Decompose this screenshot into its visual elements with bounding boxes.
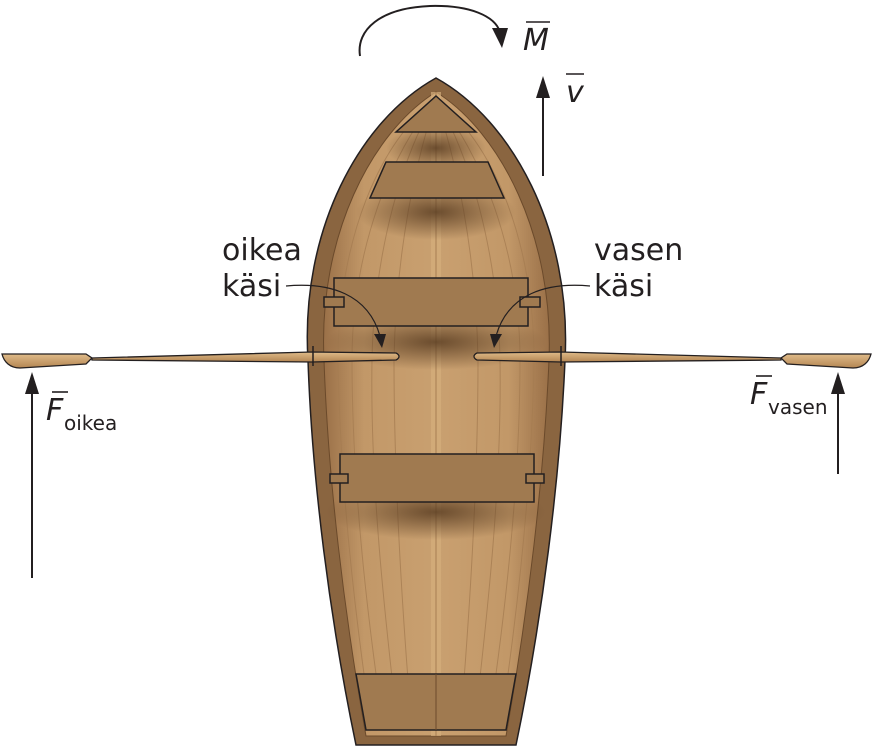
force-oikea-subscript: oikea [64, 411, 117, 435]
left-hand-label-line2: käsi [594, 269, 653, 304]
front-seat [368, 161, 506, 199]
rear-seat-oarlock-left [329, 473, 349, 484]
velocity-arrow [536, 76, 550, 176]
seats [323, 94, 545, 731]
right-hand-label-line1: oikea [222, 233, 302, 268]
force-arrow-vasen [831, 372, 845, 474]
right-hand-label-line2: käsi [222, 269, 281, 304]
force-arrow-oikea [25, 372, 39, 578]
bow-seat [394, 94, 478, 133]
middle-seat [333, 277, 529, 327]
left-hand-pointer [495, 284, 591, 337]
oar-blade-oikea [1, 353, 94, 369]
rear-seat [339, 453, 535, 503]
shadow-bow [386, 126, 486, 170]
oar-right-side-of-boat [1, 351, 400, 369]
boat-hull [306, 77, 567, 746]
oar-shaft-oikea [91, 351, 400, 363]
rear-seat-oarlock-right [525, 473, 545, 484]
right-hand-pointer [285, 284, 381, 337]
force-vasen-subscript: vasen [768, 395, 828, 419]
oar-shaft-vasen [473, 351, 782, 363]
force-vasen-symbol: F [750, 377, 768, 412]
oar-blade-vasen [779, 353, 872, 369]
velocity-label: v [566, 75, 585, 110]
moment-arrow [358, 4, 508, 57]
middle-seat-oarlock-left [323, 296, 345, 308]
left-hand-label-line1: vasen [594, 233, 683, 268]
middle-seat-oarlock-right [519, 296, 541, 308]
oar-left-side-of-boat [473, 351, 872, 369]
moment-label: M [523, 23, 549, 58]
force-oikea-symbol: F [46, 393, 64, 428]
